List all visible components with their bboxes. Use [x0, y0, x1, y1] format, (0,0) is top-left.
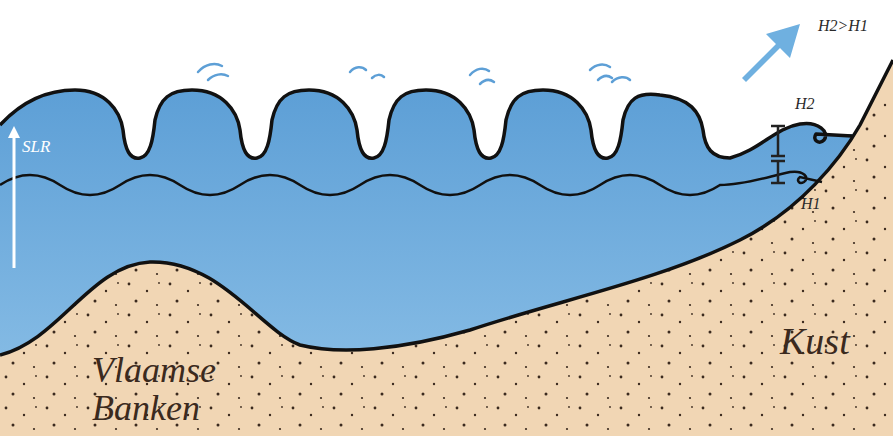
slr-arrow — [13, 132, 16, 268]
low-wave-surface — [0, 172, 822, 195]
spray-marks — [198, 64, 630, 84]
sandbank-label: Vlaamse Banken — [92, 352, 262, 428]
wave-height-markers — [771, 126, 785, 183]
comparison-note: H2>H1 — [818, 18, 868, 34]
high-wave-surface — [0, 90, 852, 158]
run-up-arrow — [742, 24, 800, 82]
seabed-sand — [0, 60, 893, 436]
wave-height-label: H1 — [801, 196, 821, 212]
coast-label: Kust — [780, 322, 850, 360]
seabed-outline — [0, 60, 893, 355]
sea-level-rise-label: SLR — [22, 138, 50, 155]
wave-height-label: H2 — [795, 96, 815, 112]
